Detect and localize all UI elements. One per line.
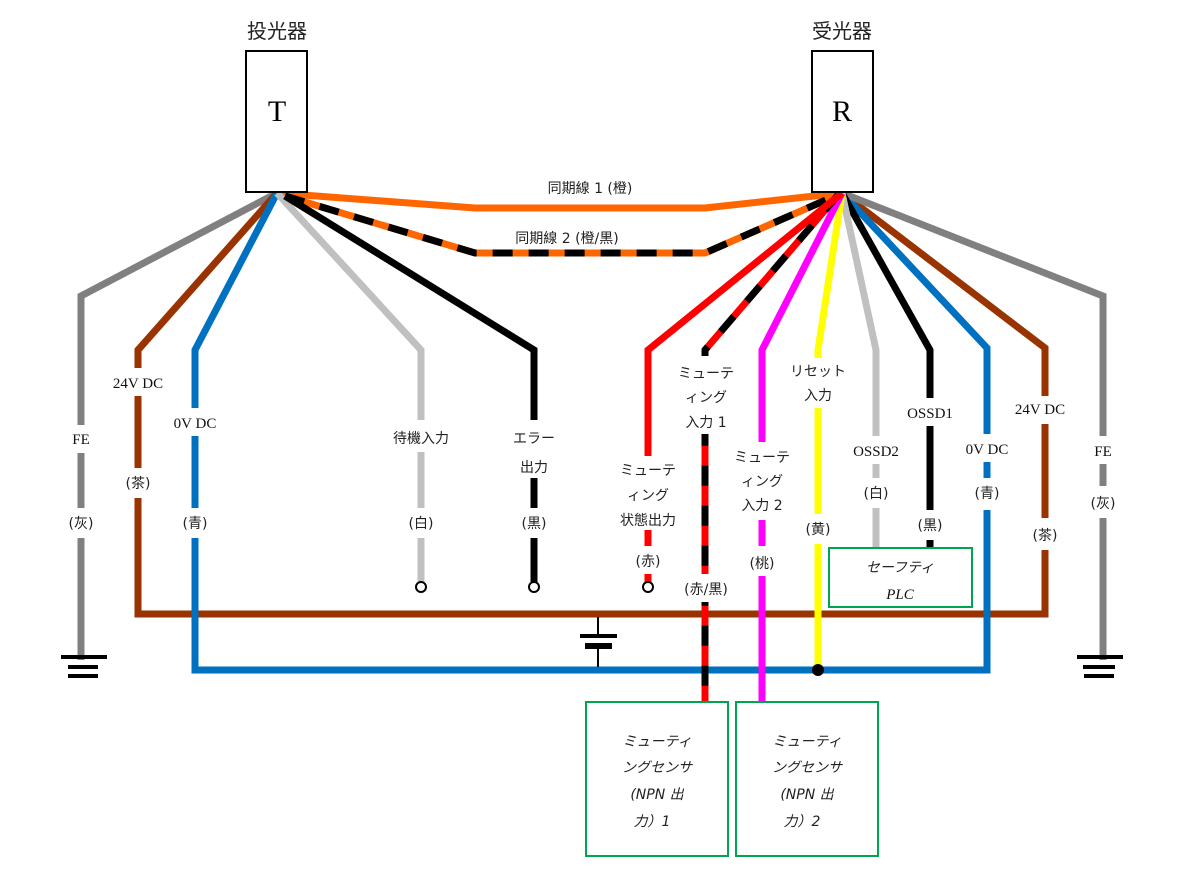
emitter-24v-name: 24V DC [113,376,163,392]
muting-in2-name-1: ミューテ [734,450,790,466]
receiver-letter: R [832,95,852,128]
emitter-24v-color: (茶) [126,476,151,492]
sync-line-2-label: 同期線 2 (橙/黒) [515,231,618,247]
error-terminal [528,581,540,593]
receiver-wire-muting-in2 [758,191,846,702]
muting-sensor-2-line-1: ミューティ [772,734,841,750]
receiver-fe-name: FE [1094,444,1112,460]
sync-line-1-label: 同期線 1 (橙) [548,181,633,197]
emitter-standby-color: (白) [409,516,434,532]
emitter-box: T [245,50,308,193]
receiver-title: 受光器 [812,19,872,43]
muting-in2-color: (桃) [750,556,775,572]
muting-status-name-3: 状態出力 [620,513,676,529]
safety-plc-box: セーフティ PLC [828,547,973,608]
emitter-wire-error [283,193,538,582]
standby-terminal [415,581,427,593]
receiver-fe-color: (灰) [1091,496,1116,512]
muting-status-name-1: ミューテ [620,463,676,479]
safety-plc-line-1: セーフティ [866,560,934,576]
muting-sensor-2-line-4: 力）2 [784,814,821,830]
muting-sensor-1-line-3: (NPN 出 [630,787,684,803]
emitter-fe-color: (灰) [69,516,94,532]
muting-status-name-2: ィング [627,488,669,504]
emitter-error-name-1: エラー [513,431,555,447]
muting-in1-name-1: ミューテ [678,366,734,382]
reset-name-1: リセット [790,364,846,380]
muting-in1-color: (赤/黒) [684,582,728,598]
muting-status-terminal [642,581,654,593]
muting-in1-name-3: 入力 1 [685,415,726,431]
muting-sensor-2-line-3: (NPN 出 [780,787,834,803]
reset-name-2: 入力 [804,388,832,404]
emitter-error-color: (黒) [522,516,547,532]
emitter-letter: T [268,95,286,128]
ossd1-name: OSSD1 [907,406,953,422]
receiver-wire-reset [814,192,846,670]
safety-plc-line-2: PLC [885,587,915,603]
muting-in2-name-3: 入力 2 [741,498,782,514]
receiver-box: R [811,50,874,193]
muting-sensor-2-box: ミューティ ングセンサ (NPN 出 力）2 [735,701,879,857]
power-supply-icon [580,617,617,667]
muting-in1-name-2: ィング [685,390,727,406]
receiver-0v-color: (青) [975,486,1000,502]
emitter-wire-standby [274,190,425,582]
muting-sensor-1-box: ミューティ ングセンサ (NPN 出 力）1 [585,701,729,857]
sync-line-1 [276,189,843,212]
reset-junction-dot [812,664,824,676]
receiver-0v-name: 0V DC [966,442,1009,458]
reset-color: (黄) [806,521,831,538]
muting-in2-name-2: ィング [741,474,783,490]
muting-sensor-2-line-2: ングセンサ [772,760,843,776]
emitter-wire-24v [134,190,1049,618]
emitter-title: 投光器 [247,19,307,43]
emitter-wire-0v [191,190,991,674]
muting-sensor-1-line-4: 力）1 [634,814,671,830]
emitter-standby-name: 待機入力 [393,431,449,447]
ossd2-color: (白) [864,486,889,502]
emitter-error-name-2: 出力 [520,460,548,476]
ossd1-color: (黒) [918,518,943,534]
ossd2-name: OSSD2 [853,444,899,460]
receiver-wire-ossd1 [838,191,934,548]
sync-line-2 [283,192,837,257]
ground-icon-right [1077,655,1123,678]
emitter-0v-name: 0V DC [174,416,217,432]
receiver-wire-fe [840,189,1107,660]
emitter-fe-name: FE [72,432,90,448]
muting-sensor-1-line-1: ミューティ [622,734,691,750]
receiver-24v-name: 24V DC [1015,402,1065,418]
ground-icon-left [61,655,107,678]
emitter-0v-color: (青) [183,516,208,532]
muting-status-color: (赤) [636,554,661,570]
emitter-wire-fe [77,189,279,660]
muting-sensor-1-line-2: ングセンサ [622,760,693,776]
receiver-24v-color: (茶) [1033,528,1058,544]
